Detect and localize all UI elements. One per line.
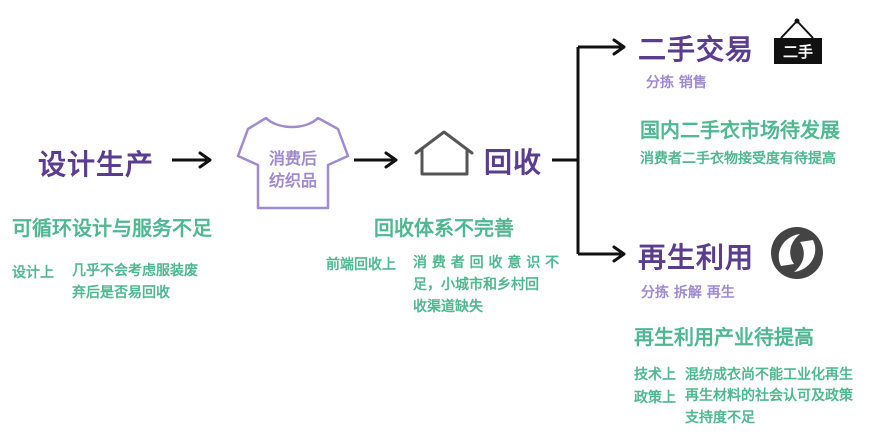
branch-trade-detail: 消费者二手衣物接受度有待提高: [640, 151, 836, 167]
branch-recycle-policy-detail: 再生材料的社会认可及政策 支持度不足: [685, 385, 875, 429]
secondhand-sign-icon: 二手: [774, 18, 822, 64]
recycle-swirl-icon: [771, 227, 823, 279]
tshirt-icon: [236, 116, 350, 210]
stage-design-problem: 可循环设计与服务不足: [12, 216, 212, 240]
stage-recycle-detail-line: 收渠道缺失: [413, 299, 483, 315]
stage-recycle-title: 回收: [484, 146, 543, 179]
arrow-textile-to-recycle: [354, 151, 398, 169]
branch-recycle-policy-label: 政策上: [634, 390, 676, 406]
branch-trade-problem: 国内二手衣市场待发展: [640, 118, 840, 142]
branch-recycle-tags: 分拣 拆解 再生: [641, 285, 735, 301]
stage-recycle-detail: 消 费 者 回 收 意 识 不 足，小城市和乡村回 收渠道缺失: [413, 252, 573, 318]
stage-design-detail: 几乎不会考虑服装废 弃后是否易回收: [72, 260, 198, 304]
arrow-design-to-textile: [172, 151, 212, 169]
branch-recycle-problem: 再生利用产业待提高: [634, 325, 814, 349]
stage-design-detail-line: 几乎不会考虑服装废: [72, 263, 198, 279]
branch-recycle-policy-line: 再生材料的社会认可及政策: [685, 388, 853, 404]
branch-trade-title: 二手交易: [638, 33, 755, 66]
stage-recycle-detail-line: 足，小城市和乡村回: [413, 277, 539, 293]
branch-recycle-policy-line: 支持度不足: [685, 410, 755, 426]
stage-design-detail-label: 设计上: [12, 265, 54, 281]
house-icon: [414, 130, 474, 176]
branch-recycle-title: 再生利用: [638, 241, 755, 274]
stage-recycle-detail-line: 消 费 者 回 收 意 识 不: [413, 255, 560, 271]
branch-trade-tags: 分拣 销售: [646, 75, 707, 91]
stage-design-detail-line: 弃后是否易回收: [72, 285, 170, 301]
branch-recycle-tech-label: 技术上: [634, 367, 676, 383]
tshirt-label: 消费后 纺织品: [258, 148, 328, 192]
sign-label: 二手: [783, 43, 813, 61]
branch-connector: [552, 38, 626, 263]
tshirt-label-line: 纺织品: [268, 171, 317, 190]
branch-recycle-tech-detail: 混纺成衣尚不能工业化再生: [685, 367, 853, 383]
stage-recycle-problem: 回收体系不完善: [374, 216, 514, 240]
tshirt-label-line: 消费后: [268, 149, 317, 168]
stage-design-title: 设计生产: [38, 148, 155, 181]
stage-recycle-detail-label: 前端回收上: [326, 257, 396, 273]
